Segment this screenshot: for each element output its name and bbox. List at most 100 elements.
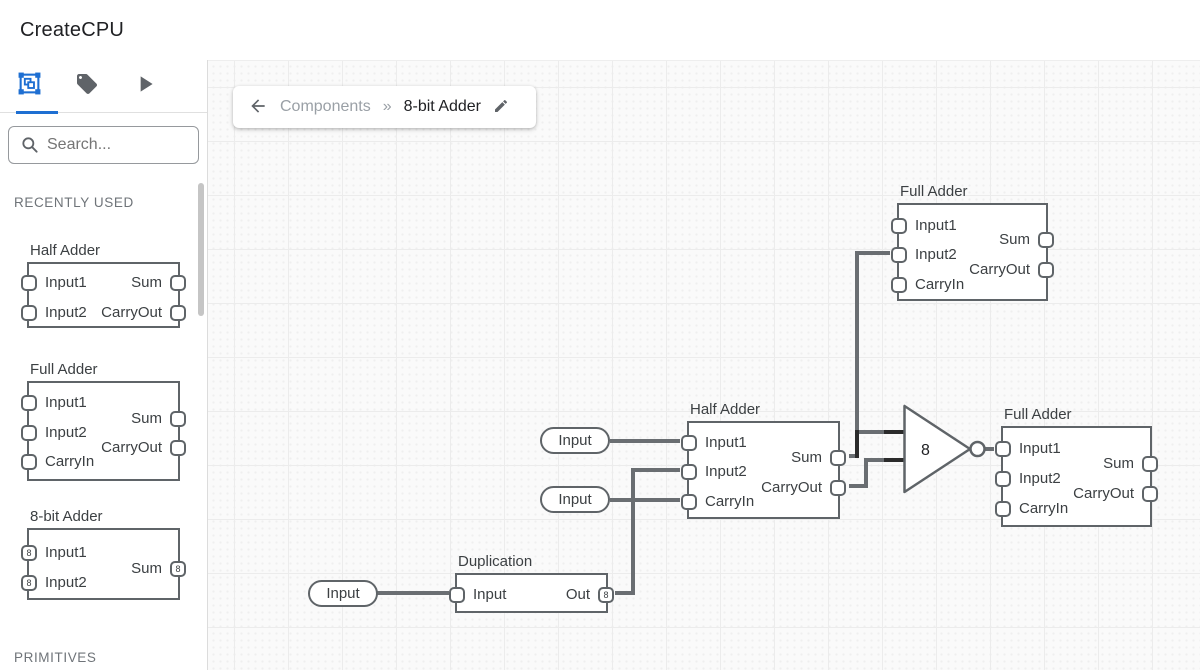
port-input1[interactable]: [891, 218, 907, 234]
search-box: [8, 126, 199, 164]
back-button[interactable]: [248, 96, 268, 119]
port-carryout[interactable]: [170, 305, 186, 321]
tab-run[interactable]: [116, 60, 174, 112]
port-carryin[interactable]: [681, 494, 697, 510]
port-label-input2: Input2: [45, 304, 87, 321]
port-label-input2: Input2: [915, 246, 957, 263]
wire[interactable]: [615, 468, 680, 595]
port-label-input1: Input1: [915, 217, 957, 234]
tag-icon: [75, 72, 99, 101]
port-carryin[interactable]: [995, 501, 1011, 517]
port-input2[interactable]: [995, 471, 1011, 487]
section-primitives: PRIMITIVES: [14, 650, 97, 665]
merger-width-label: 8: [921, 442, 930, 459]
tab-components[interactable]: [0, 60, 58, 112]
component-title: Full Adder: [30, 361, 98, 378]
component-title: Duplication: [458, 553, 533, 570]
arrow-left-icon: [248, 96, 268, 119]
port-carryin[interactable]: [21, 454, 37, 470]
breadcrumb-separator: »: [382, 98, 392, 115]
wire-layer: [377, 251, 994, 595]
port-label-input1: Input1: [45, 274, 87, 291]
port-label-carryout: CarryOut: [761, 479, 822, 496]
port-input2[interactable]: [21, 425, 37, 441]
rename-button[interactable]: [493, 98, 509, 117]
port-label-carryin: CarryIn: [915, 276, 965, 293]
port-input[interactable]: [449, 587, 465, 603]
input-pill-2[interactable]: Input: [540, 486, 610, 513]
port-out[interactable]: 8: [598, 587, 614, 603]
wire[interactable]: [849, 458, 886, 488]
port-label-input1: Input1: [705, 434, 747, 451]
port-label-sum: Sum: [1103, 455, 1134, 472]
component-title: Full Adder: [1004, 406, 1072, 423]
port-sum[interactable]: [170, 275, 186, 291]
port-carryout[interactable]: [1142, 486, 1158, 502]
pencil-icon: [493, 98, 509, 117]
port-label-input2: Input2: [45, 424, 87, 441]
port-label-input: Input: [473, 586, 507, 603]
port-label-carryin: CarryIn: [705, 493, 755, 510]
app-title: CreateCPU: [20, 18, 125, 41]
app-header: CreateCPU: [0, 0, 1200, 60]
port-input1[interactable]: [21, 395, 37, 411]
breadcrumb-current: 8-bit Adder: [403, 98, 482, 115]
port-label-input1: Input1: [1019, 440, 1061, 457]
port-carryin[interactable]: [891, 277, 907, 293]
port-sum[interactable]: [1038, 232, 1054, 248]
breadcrumb: Components » 8-bit Adder: [233, 86, 536, 128]
port-carryout[interactable]: [1038, 262, 1054, 278]
sidebar: RECENTLY USED Half AdderInput1Input2SumC…: [0, 60, 208, 670]
port-sum[interactable]: 8: [170, 561, 186, 577]
port-label-input1: Input1: [45, 394, 87, 411]
breadcrumb-parent[interactable]: Components: [280, 98, 371, 115]
port-label-carryout: CarryOut: [101, 304, 162, 321]
wire[interactable]: [849, 251, 890, 458]
port-label-sum: Sum: [791, 449, 822, 466]
tab-tags[interactable]: [58, 60, 116, 112]
port-sum[interactable]: [1142, 456, 1158, 472]
play-icon: [132, 71, 158, 102]
port-sum[interactable]: [830, 450, 846, 466]
search-input[interactable]: [8, 126, 199, 164]
merger-node[interactable]: 8: [903, 403, 997, 495]
port-input2[interactable]: 8: [21, 575, 37, 591]
port-input2[interactable]: [681, 464, 697, 480]
port-label-carryin: CarryIn: [1019, 500, 1069, 517]
port-label-input2: Input2: [45, 574, 87, 591]
port-input1[interactable]: [681, 435, 697, 451]
port-label-carryout: CarryOut: [969, 261, 1030, 278]
search-icon: [20, 135, 40, 160]
port-label-carryin: CarryIn: [45, 453, 95, 470]
component-title: Half Adder: [30, 242, 101, 259]
port-carryout[interactable]: [170, 440, 186, 456]
port-label-sum: Sum: [131, 410, 162, 427]
port-input1[interactable]: [995, 441, 1011, 457]
port-input1[interactable]: 8: [21, 545, 37, 561]
port-label-input2: Input2: [705, 463, 747, 480]
port-label-carryout: CarryOut: [1073, 485, 1134, 502]
input-pill-3[interactable]: Input: [308, 580, 378, 607]
port-input2[interactable]: [891, 247, 907, 263]
active-tab-indicator: [16, 111, 58, 114]
port-label-input2: Input2: [1019, 470, 1061, 487]
port-sum[interactable]: [170, 411, 186, 427]
port-label-out: Out: [565, 586, 590, 603]
section-recently-used: RECENTLY USED: [14, 195, 134, 210]
port-input1[interactable]: [21, 275, 37, 291]
port-carryout[interactable]: [830, 480, 846, 496]
sidebar-scrollbar[interactable]: [198, 183, 204, 316]
input-pill-1[interactable]: Input: [540, 427, 610, 454]
port-label-sum: Sum: [131, 560, 162, 577]
port-input2[interactable]: [21, 305, 37, 321]
port-label-carryout: CarryOut: [101, 439, 162, 456]
sidebar-tabs: [0, 60, 207, 114]
